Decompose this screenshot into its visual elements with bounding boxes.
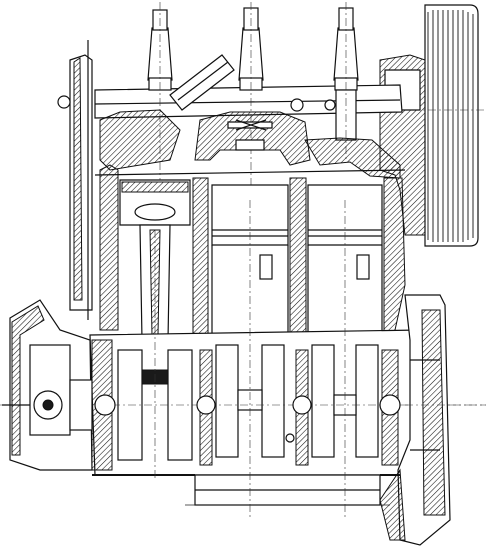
- piston-3: [307, 184, 383, 246]
- flywheel-right: [380, 4, 486, 247]
- cylinder-bores: [211, 245, 383, 345]
- spark-plug-3: [333, 2, 359, 160]
- oil-sump: [92, 474, 400, 506]
- main-bearings: [94, 394, 401, 443]
- cylinder-head: [99, 109, 401, 179]
- intake-pipe: [169, 54, 235, 111]
- cylinder-centerlines: [154, 200, 346, 520]
- cylinder-block: [94, 164, 406, 347]
- left-pulley: [57, 40, 93, 320]
- crank-throw-3: [311, 344, 379, 458]
- left-end-housing: [2, 299, 93, 471]
- right-end-housing: [379, 294, 486, 546]
- piston-1: [119, 179, 191, 226]
- spark-plug-2: [238, 2, 264, 200]
